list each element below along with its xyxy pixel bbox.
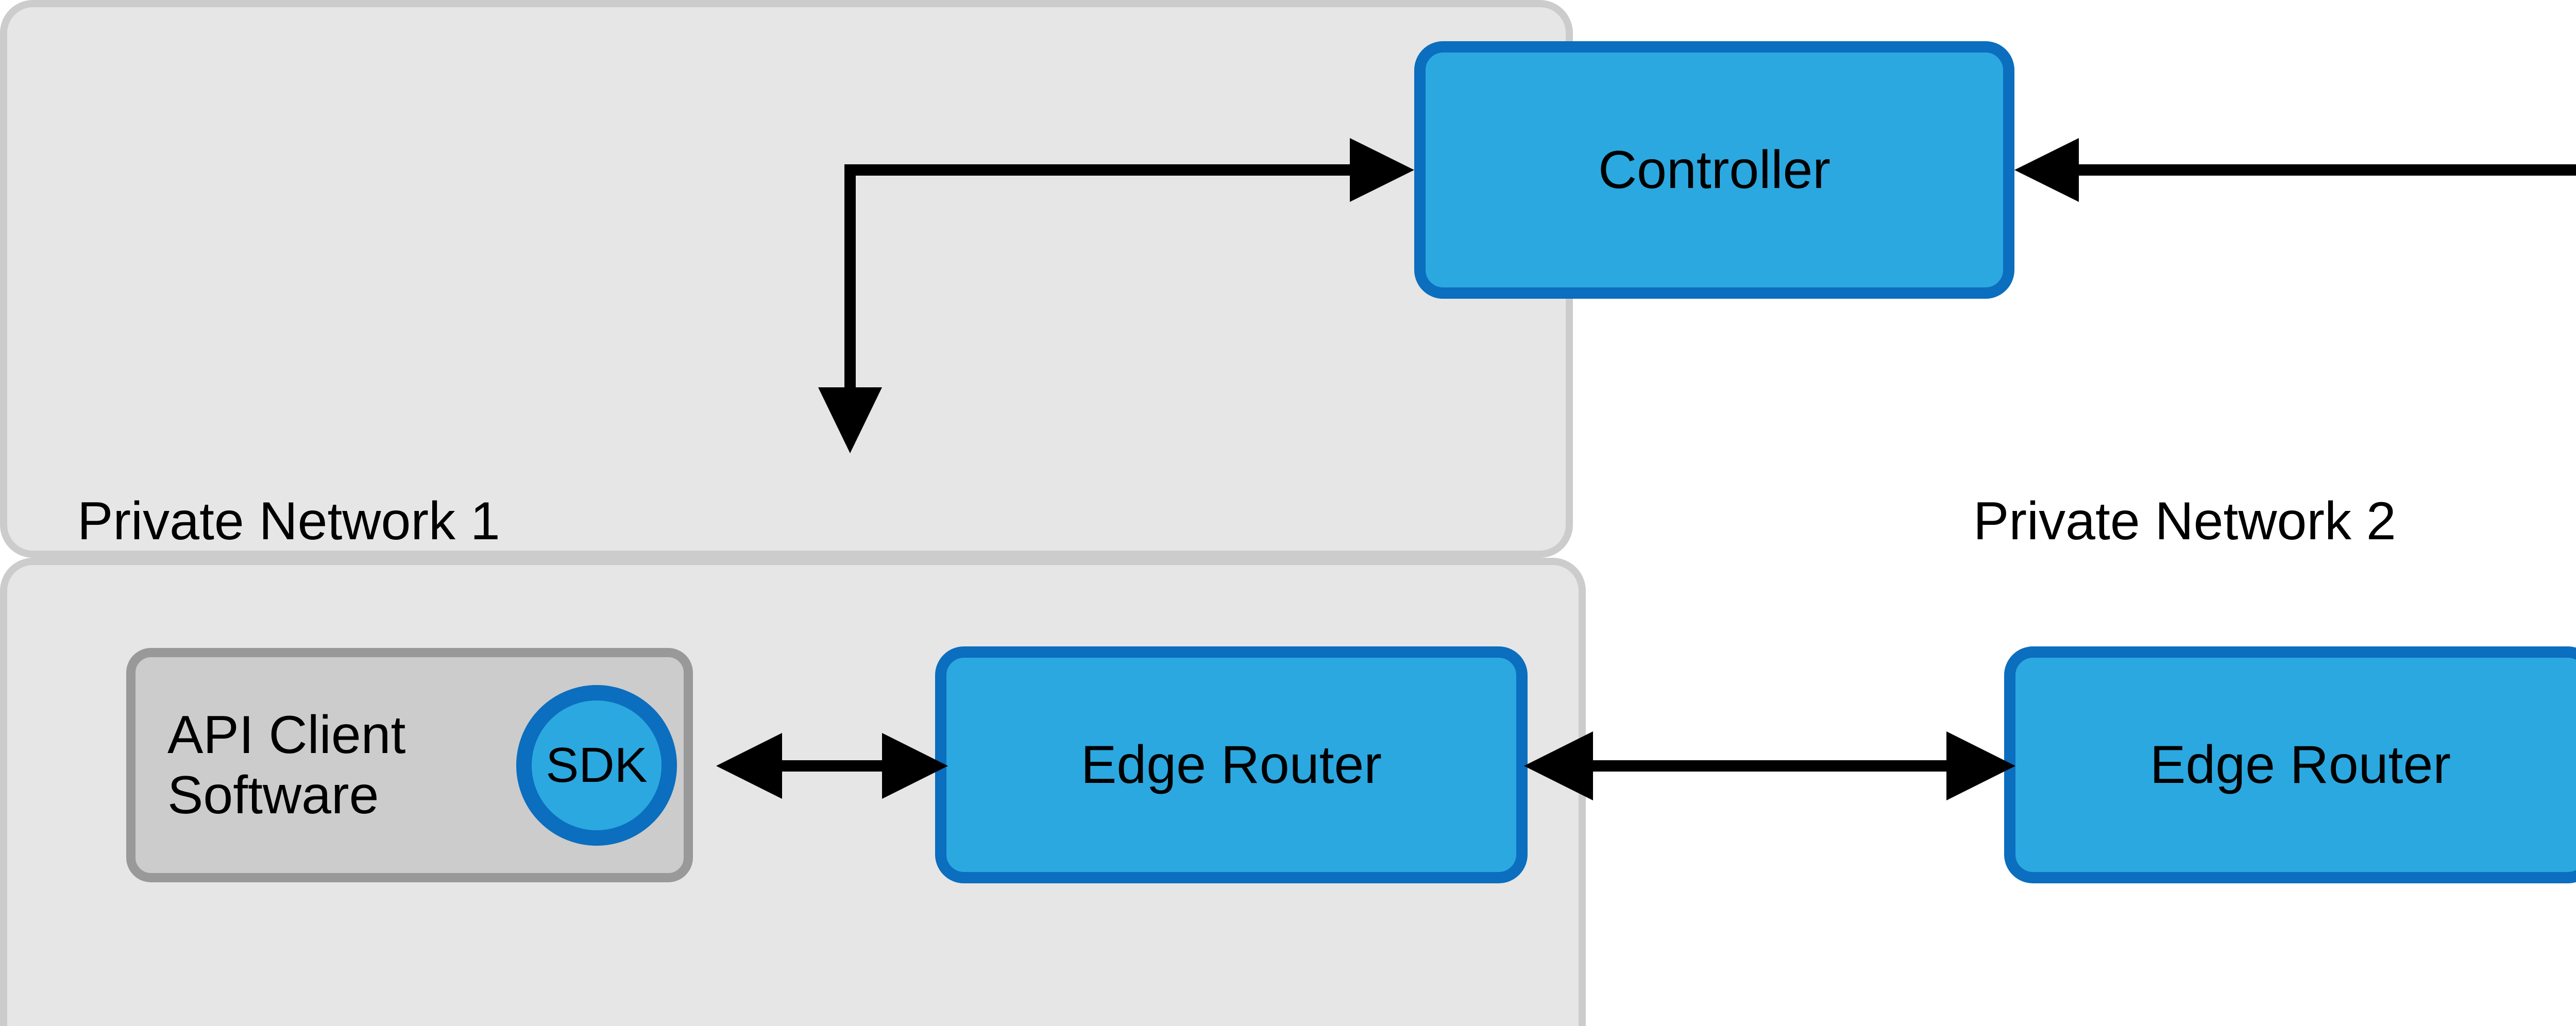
connector-controller-network-2 bbox=[2014, 138, 2576, 202]
api-client-software-label: API Client Software bbox=[167, 705, 406, 825]
controller-label: Controller bbox=[1598, 140, 1831, 200]
private-network-2-title: Private Network 2 bbox=[1973, 491, 2396, 551]
controller-node[interactable]: Controller bbox=[1414, 41, 2014, 299]
edge-router-right-node[interactable]: Edge Router bbox=[2004, 646, 2576, 883]
edge-router-left-node[interactable]: Edge Router bbox=[935, 646, 1528, 883]
private-network-1-zone[interactable] bbox=[0, 0, 1573, 558]
connector-edge-router-to-edge-router bbox=[1524, 731, 2015, 800]
sdk-badge-client-label: SDK bbox=[546, 738, 648, 793]
arrowhead-left-controller-right bbox=[2014, 138, 2079, 202]
edge-router-right-label: Edge Router bbox=[2150, 734, 2451, 795]
sdk-badge-client[interactable]: SDK bbox=[516, 685, 677, 846]
private-network-1-title: Private Network 1 bbox=[77, 491, 500, 551]
edge-router-left-label: Edge Router bbox=[1081, 734, 1382, 795]
